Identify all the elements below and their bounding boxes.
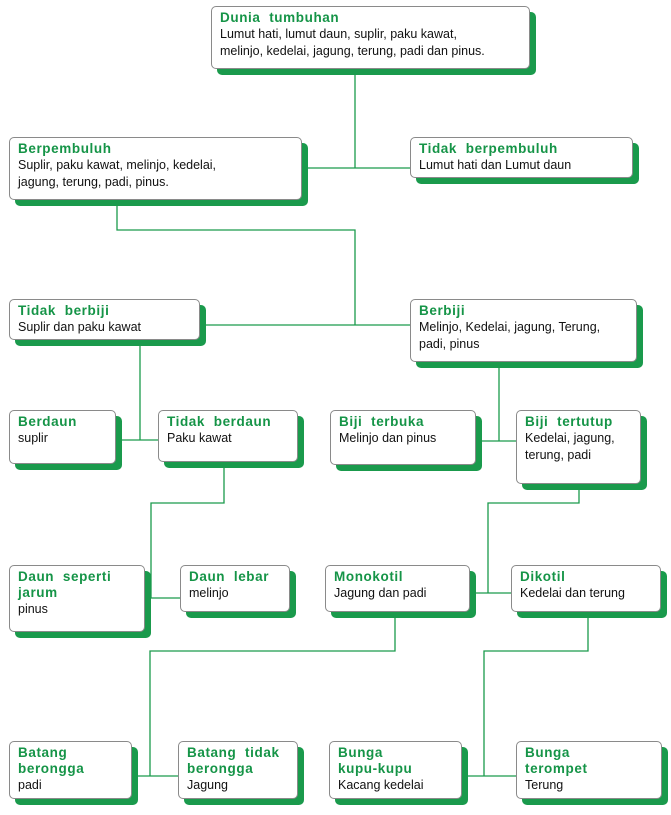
node-tidak-berpembuluh: Tidak berpembuluh Lumut hati dan Lumut d… <box>410 137 633 178</box>
node-desc: Kedelai, jagung, terung, padi <box>525 431 615 462</box>
node-title: Bunga kupu-kupu <box>338 745 413 776</box>
node-title: Monokotil <box>334 569 404 584</box>
node-berbiji: Berbiji Melinjo, Kedelai, jagung, Terung… <box>410 299 637 362</box>
node-desc: Melinjo dan pinus <box>339 431 437 445</box>
connector-tidak-berdaun-down <box>150 462 225 598</box>
node-desc: Suplir dan paku kawat <box>18 320 141 334</box>
node-daun-lebar: Daun lebar melinjo <box>180 565 290 612</box>
node-desc: Suplir, paku kawat, melinjo, kedelai, ja… <box>18 158 217 189</box>
node-desc: suplir <box>18 431 48 445</box>
node-title: Tidak berpembuluh <box>419 141 558 156</box>
node-tidak-berbiji: Tidak berbiji Suplir dan paku kawat <box>9 299 200 340</box>
node-desc: Lumut hati, lumut daun, suplir, paku kaw… <box>220 27 485 58</box>
node-title: Dikotil <box>520 569 566 584</box>
node-title: Daun seperti jarum <box>18 569 112 600</box>
node-title: Batang berongga <box>18 745 85 776</box>
node-tidak-berdaun: Tidak berdaun Paku kawat <box>158 410 298 462</box>
node-title: Tidak berdaun <box>167 414 272 429</box>
node-batang-tidak-berongga: Batang tidak berongga Jagung <box>178 741 298 799</box>
node-desc: padi <box>18 778 42 792</box>
node-title: Berdaun <box>18 414 77 429</box>
node-desc: Jagung <box>187 778 229 792</box>
node-dunia-tumbuhan: Dunia tumbuhan Lumut hati, lumut daun, s… <box>211 6 530 69</box>
node-title: Dunia tumbuhan <box>220 10 340 25</box>
node-title: Bunga terompet <box>525 745 588 776</box>
node-bunga-kupu-kupu: Bunga kupu-kupu Kacang kedelai <box>329 741 462 799</box>
node-berdaun: Berdaun suplir <box>9 410 116 464</box>
node-desc: Jagung dan padi <box>334 586 427 600</box>
node-title: Berbiji <box>419 303 466 318</box>
node-title: Batang tidak berongga <box>187 745 280 776</box>
node-title: Daun lebar <box>189 569 270 584</box>
node-desc: Terung <box>525 778 564 792</box>
node-desc: Lumut hati dan Lumut daun <box>419 158 572 172</box>
node-biji-tertutup: Biji tertutup Kedelai, jagung, terung, p… <box>516 410 641 484</box>
connector-biji-tertutup-down <box>487 484 580 593</box>
node-biji-terbuka: Biji terbuka Melinjo dan pinus <box>330 410 476 465</box>
node-desc: Melinjo, Kedelai, jagung, Terung, padi, … <box>419 320 601 351</box>
node-dikotil: Dikotil Kedelai dan terung <box>511 565 661 612</box>
node-daun-seperti-jarum: Daun seperti jarum pinus <box>9 565 145 632</box>
connector-berpembuluh-down <box>116 200 356 325</box>
node-desc: pinus <box>18 602 48 616</box>
node-berpembuluh: Berpembuluh Suplir, paku kawat, melinjo,… <box>9 137 302 200</box>
node-desc: Paku kawat <box>167 431 232 445</box>
node-title: Biji terbuka <box>339 414 425 429</box>
node-title: Tidak berbiji <box>18 303 110 318</box>
connector-monokotil-down <box>149 612 396 776</box>
node-desc: Kacang kedelai <box>338 778 424 792</box>
node-title: Berpembuluh <box>18 141 112 156</box>
node-monokotil: Monokotil Jagung dan padi <box>325 565 470 612</box>
node-desc: melinjo <box>189 586 229 600</box>
connector-dikotil-down <box>483 612 589 776</box>
node-bunga-terompet: Bunga terompet Terung <box>516 741 662 799</box>
node-batang-berongga: Batang berongga padi <box>9 741 132 799</box>
node-title: Biji tertutup <box>525 414 613 429</box>
node-desc: Kedelai dan terung <box>520 586 625 600</box>
